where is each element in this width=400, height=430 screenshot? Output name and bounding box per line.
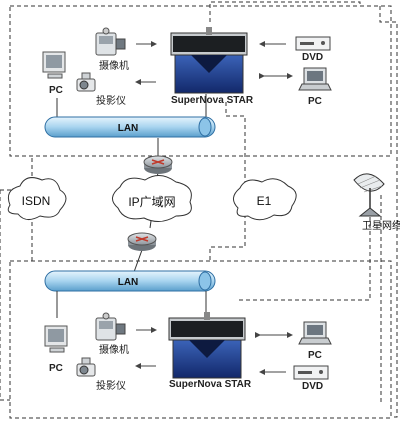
- top-router-icon: [143, 155, 173, 174]
- top-mcu-label: SuperNova STAR: [171, 95, 254, 106]
- projector-icon: [76, 357, 96, 377]
- top-lan-label: LAN: [118, 123, 139, 134]
- satellite-label: 卫星网络: [362, 219, 400, 232]
- bottom-dvd-label: DVD: [302, 381, 323, 392]
- isdn-cloud: [7, 177, 67, 220]
- projector-icon: [76, 72, 96, 92]
- top-camera-label: 摄像机: [99, 59, 129, 72]
- top-dvd-label: DVD: [302, 52, 323, 63]
- top-pc-label: PC: [49, 85, 63, 96]
- bottom-laptop-label: PC: [308, 350, 322, 361]
- top-projector-label: 投影仪: [96, 94, 126, 107]
- ip-wan-label: IP广域网: [128, 195, 175, 209]
- e1-label: E1: [257, 194, 272, 208]
- bottom-site-frame: [9, 260, 392, 419]
- bottom-mcu-label: SuperNova STAR: [169, 379, 252, 390]
- top-mcu-unit: [170, 27, 248, 94]
- top-site-frame: [9, 5, 392, 157]
- bottom-projector-label: 投影仪: [96, 379, 126, 392]
- bottom-pc-label: PC: [49, 363, 63, 374]
- isdn-label: ISDN: [22, 194, 51, 208]
- e1-cloud: [233, 178, 297, 221]
- bottom-laptop-icon: [298, 321, 332, 345]
- bottom-pc-icon: [44, 325, 68, 353]
- top-laptop-icon: [298, 67, 332, 91]
- bottom-camera-label: 摄像机: [99, 343, 129, 356]
- bottom-router-icon: [127, 232, 157, 251]
- bottom-lan-bar: [44, 270, 216, 292]
- camera-icon: [95, 312, 126, 341]
- ip-wan-cloud: [112, 175, 192, 222]
- top-dvd-icon: [295, 36, 331, 51]
- bottom-mcu-unit: [168, 312, 246, 379]
- bottom-lan-label: LAN: [118, 277, 139, 288]
- wan-links: [0, 1, 398, 418]
- camera-icon: [95, 27, 126, 56]
- bottom-dvd-icon: [293, 365, 329, 380]
- top-laptop-label: PC: [308, 96, 322, 107]
- satellite-dish-icon: [353, 173, 385, 217]
- top-pc-icon: [42, 51, 66, 79]
- top-lan-bar: [44, 116, 216, 138]
